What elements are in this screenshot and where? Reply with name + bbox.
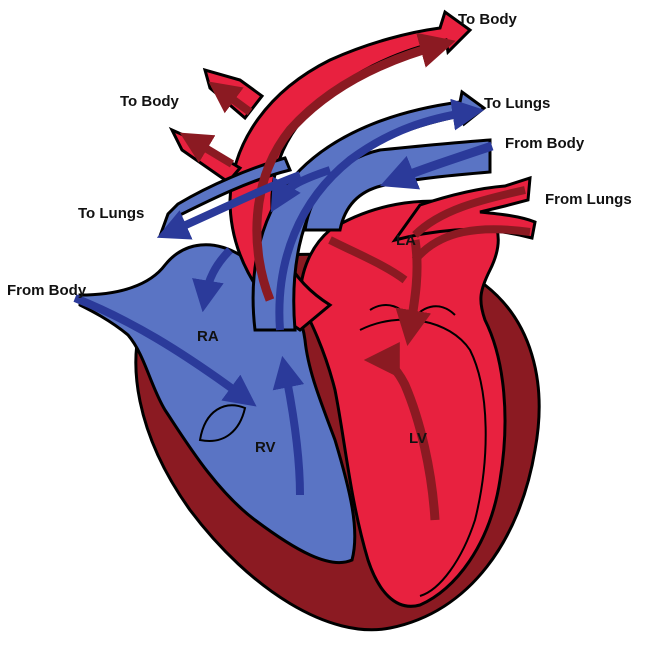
label-to-body-top: To Body	[458, 11, 518, 28]
label-la: LA	[396, 232, 416, 249]
label-to-lungs-left: To Lungs	[78, 205, 144, 222]
label-to-lungs-right: To Lungs	[484, 95, 550, 112]
label-from-body-right: From Body	[505, 135, 585, 152]
label-to-body-left: To Body	[120, 93, 180, 110]
label-rv: RV	[255, 439, 276, 456]
aorta-branch-lower	[172, 130, 240, 182]
label-from-lungs: From Lungs	[545, 191, 632, 208]
label-ra: RA	[197, 328, 219, 345]
label-from-body-left: From Body	[7, 282, 87, 299]
aorta-branch-upper	[205, 70, 262, 118]
label-lv: LV	[409, 430, 427, 447]
